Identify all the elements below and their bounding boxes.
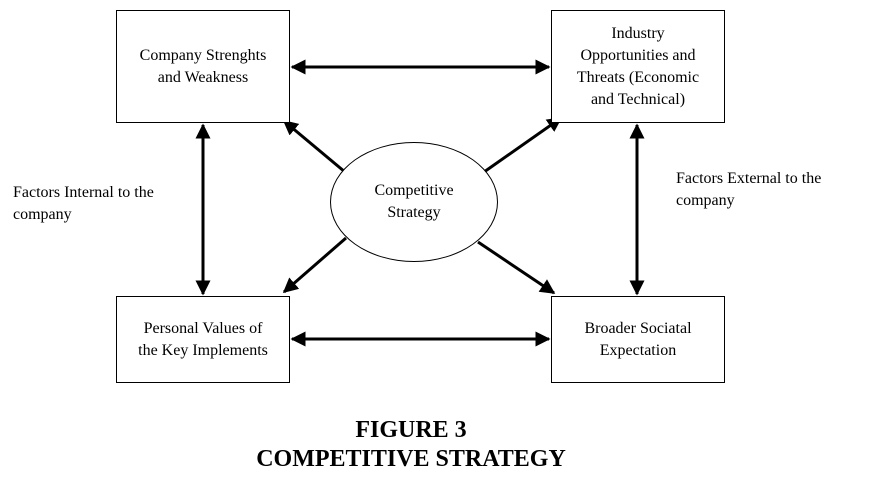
box-broader-expectation-label: Broader Sociatal Expectation	[584, 319, 692, 359]
arrow-to-bottom-right	[477, 240, 556, 295]
box-personal-values: Personal Values of the Key Implements	[116, 296, 290, 383]
arrow-to-top-right	[483, 116, 563, 174]
arrow-to-top-left	[282, 119, 346, 174]
box-company-strengths: Company Strenghts and Weakness	[116, 10, 290, 123]
center-label: Competitive Strategy	[374, 182, 454, 221]
label-factors-internal: Factors Internal to the company	[13, 184, 154, 223]
center-competitive-strategy: Competitive Strategy	[330, 142, 498, 262]
box-industry-opportunities: Industry Opportunities and Threats (Econ…	[551, 10, 725, 123]
figure-number: FIGURE 3	[355, 417, 467, 443]
box-company-strengths-label: Company Strenghts and Weakness	[139, 46, 267, 86]
box-industry-opportunities-label: Industry Opportunities and Threats (Econ…	[576, 24, 700, 108]
label-factors-external: Factors External to the company	[676, 170, 822, 209]
box-broader-expectation: Broader Sociatal Expectation	[551, 296, 725, 383]
arrow-to-bottom-left	[282, 236, 347, 294]
figure-title: COMPETITIVE STRATEGY	[256, 446, 566, 472]
box-personal-values-label: Personal Values of the Key Implements	[138, 319, 268, 359]
